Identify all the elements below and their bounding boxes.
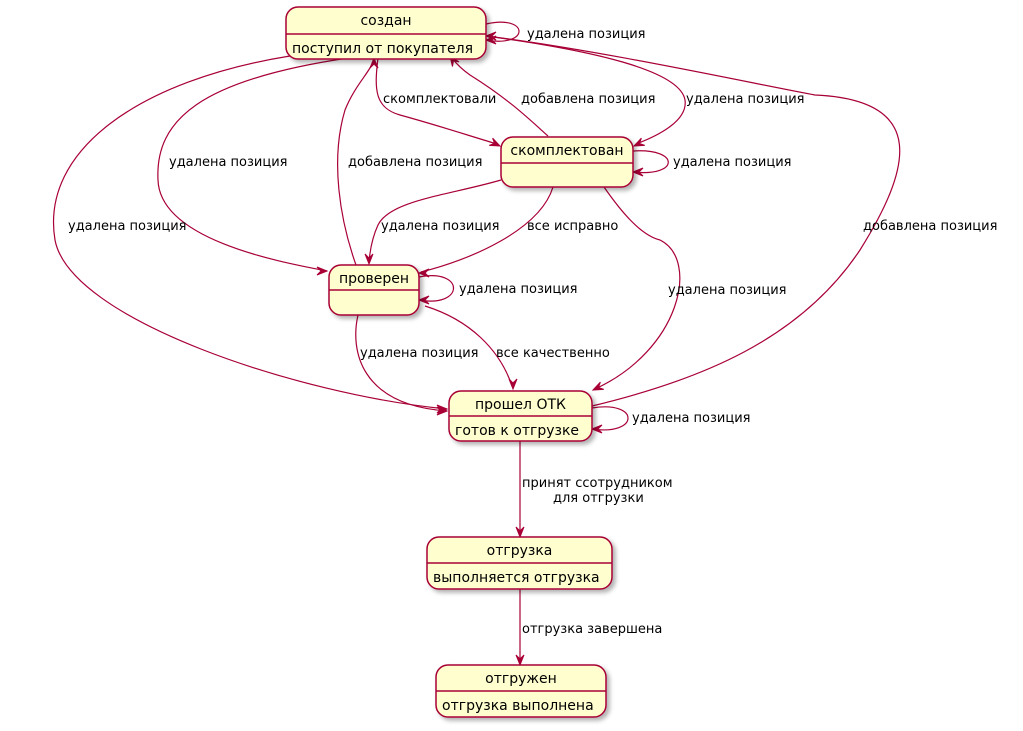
transition-t5-arrowhead [631,167,644,177]
transition-labels-layer: удалена позиция скомплектовали добавлена п… [68,27,997,637]
transition-t1-line [485,21,520,42]
transition-t4-line [485,35,686,145]
transition-t14-arrowhead [436,406,449,416]
transition-label: удалена позиция [673,155,792,170]
state-title: создан [360,13,411,29]
transition-t14-line [355,314,448,412]
transition-label: удалена позиция [668,283,787,298]
state-otgruzhen: отгружен отгрузка выполнена [435,664,607,718]
transition-label: удалена позиция [381,219,500,234]
transition-label: добавлена позиция [521,92,655,107]
transition-label: все качественно [496,346,610,361]
transition-t10-arrowhead [417,295,430,305]
transition-label: все исправно [527,219,618,234]
transition-label: отгрузка завершена [522,622,662,637]
transition-label: скомплектовали [383,92,496,107]
transition-t12-line [485,35,901,407]
transition-label: принят ссотрудником [522,476,673,491]
transition-t5-line [632,150,669,174]
transition-t18-arrowhead [515,654,525,667]
state-description: готов к отгрузке [455,423,579,439]
transition-label: удалена позиция [169,155,288,170]
transition-t2-line [375,57,498,145]
state-title: скомплектован [510,143,623,159]
transition-t13-arrowhead [591,381,604,391]
transition-t17-arrowhead [515,526,525,539]
transition-label: удалена позиция [360,346,479,361]
state-skomplektovan: скомплектован [500,136,634,188]
transition-t15-line [424,305,513,387]
state-description: поступил от покупателя [292,41,473,57]
state-otgruzka: отгрузка выполняется отгрузка [426,536,613,590]
transition-t11-line [53,55,448,410]
transition-t10-line [418,275,455,302]
transition-t8-arrowhead [364,253,374,266]
state-title: прошел ОТК [475,397,566,413]
transition-label: для отгрузки [553,491,644,506]
state-proveren: проверен [328,264,420,316]
transition-label: добавлена позиция [348,155,482,170]
transition-t2-arrowhead [489,137,502,147]
transition-label: удалена позиция [632,411,751,426]
state-box [285,6,487,60]
state-description: отгрузка выполнена [442,698,594,714]
state-sozdan: создан поступил от покупателя [285,6,487,60]
state-title: проверен [339,271,409,287]
state-proshel_otk: прошел ОТК готов к отгрузке [448,390,593,442]
state-title: отгрузка [487,543,553,559]
transition-t16-line [591,406,629,431]
transition-t6-line [157,57,349,272]
transition-label: удалена позиция [459,282,578,297]
transition-t8-line [368,179,502,263]
transition-t3-line [451,57,549,137]
transition-t7-arrowhead [369,56,379,69]
state-box [500,136,634,188]
transition-label: добавлена позиция [863,219,997,234]
transition-label: удалена позиция [68,219,187,234]
transition-t13-line [594,186,681,390]
transition-label: удалена позиция [686,92,805,107]
transition-t16-arrowhead [590,424,603,434]
transition-t9-line [420,186,554,273]
state-description: выполняется отгрузка [433,570,600,586]
transition-t4-arrowhead [632,137,645,147]
transitions-layer [53,21,901,667]
transition-t12-arrowhead [484,31,497,41]
transition-t15-arrowhead [508,378,518,391]
transition-label: удалена позиция [527,27,646,42]
transition-t7-line [337,59,375,266]
state-title: отгружен [485,671,557,687]
states-layer: создан поступил от покупателя скомплектова… [285,6,634,718]
transition-t6-arrowhead [316,266,329,276]
